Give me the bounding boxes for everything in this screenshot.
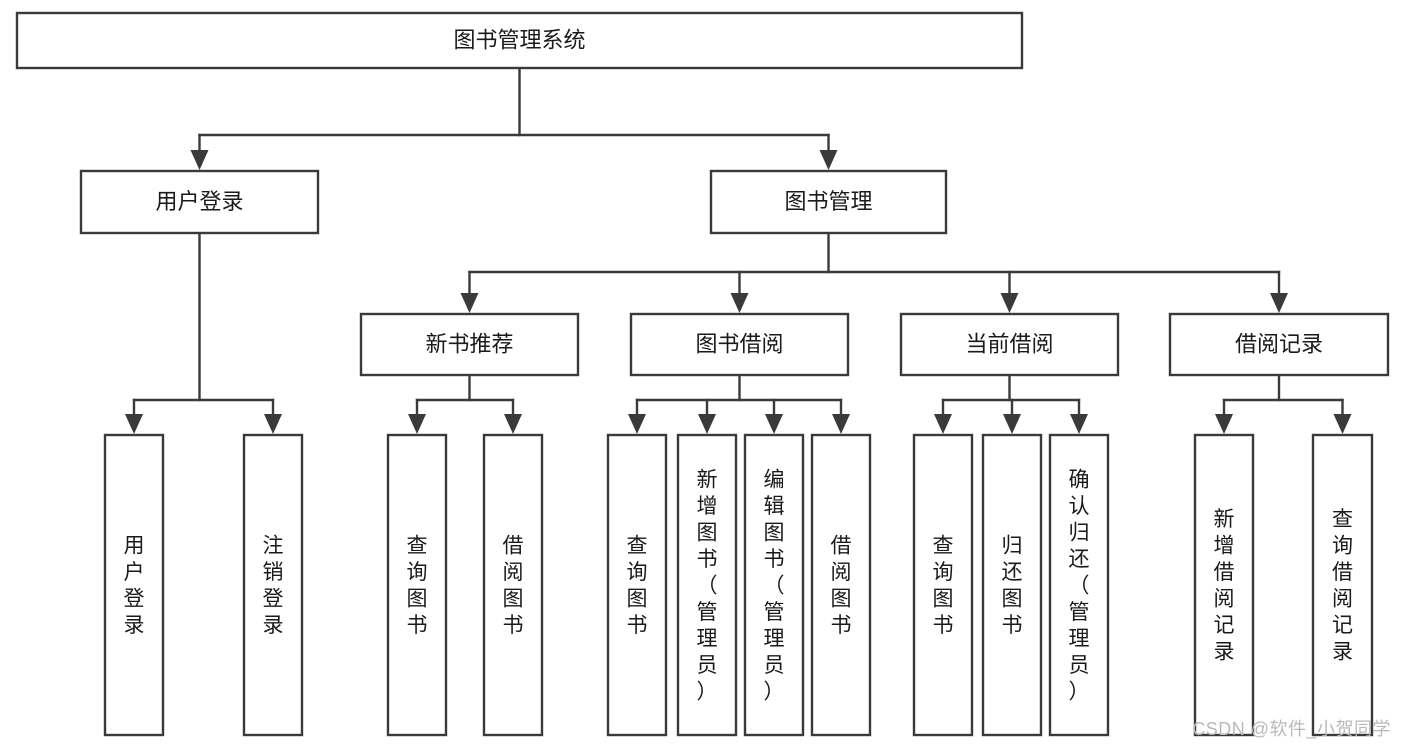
- node-layer: 图书管理系统用户登录图书管理新书推荐图书借阅当前借阅借阅记录用户登录注销登录查询…: [15, 11, 1390, 737]
- node-leaf-user-login[interactable]: 用户登录: [103, 433, 165, 737]
- node-label: 图书管理系统: [453, 27, 585, 52]
- node-label: 查询图书: [407, 535, 428, 638]
- arrow-head-icon: [832, 414, 850, 434]
- arrow-head-icon: [819, 150, 838, 170]
- node-rect: [899, 312, 1120, 377]
- connector-group: [125, 231, 282, 434]
- connector-group: [190, 66, 838, 170]
- arrow-head-icon: [1070, 414, 1088, 434]
- node-rect: [482, 433, 544, 737]
- node-rect: [810, 433, 872, 737]
- arrow-head-icon: [460, 293, 479, 313]
- node-rect: [709, 169, 948, 235]
- node-label: 确认归还（管理员）: [1069, 468, 1090, 703]
- arrow-head-icon: [730, 293, 749, 313]
- node-new-book-recommend[interactable]: 新书推荐: [359, 312, 580, 377]
- node-leaf-query-book-current[interactable]: 查询图书: [912, 433, 974, 737]
- node-label: 注销登录: [263, 535, 284, 638]
- node-label: 新增图书（管理员）: [697, 468, 718, 703]
- node-label: 用户登录: [155, 189, 243, 214]
- node-rect: [1311, 433, 1374, 737]
- arrow-head-icon: [1000, 293, 1019, 313]
- arrow-head-icon: [698, 414, 716, 434]
- node-label: 用户登录: [124, 535, 145, 638]
- arrow-head-icon: [628, 414, 646, 434]
- node-label: 归还图书: [1002, 535, 1023, 638]
- node-root-root[interactable]: 图书管理系统: [15, 11, 1024, 70]
- watermark-label: CSDN @软件_小贺同学: [1192, 719, 1391, 739]
- arrow-head-icon: [190, 150, 209, 170]
- arrow-head-icon: [1003, 414, 1021, 434]
- node-label: 借阅记录: [1235, 331, 1323, 356]
- node-leaf-confirm-return-admin[interactable]: 确认归还（管理员）: [1048, 433, 1110, 737]
- node-label: 当前借阅: [965, 331, 1053, 356]
- node-rect: [386, 433, 448, 737]
- node-rect: [15, 11, 1024, 70]
- node-borrow-record[interactable]: 借阅记录: [1168, 312, 1390, 377]
- node-leaf-borrow-book-recommend[interactable]: 借阅图书: [482, 433, 544, 737]
- connector-group: [408, 373, 522, 434]
- node-leaf-query-book-borrow[interactable]: 查询图书: [606, 433, 668, 737]
- node-rect: [1193, 433, 1255, 737]
- node-rect: [629, 312, 850, 377]
- node-user-login[interactable]: 用户登录: [79, 169, 320, 235]
- node-label: 查询图书: [627, 535, 648, 638]
- node-label: 新书推荐: [425, 331, 513, 356]
- node-rect: [359, 312, 580, 377]
- node-book-borrow[interactable]: 图书借阅: [629, 312, 850, 377]
- node-leaf-borrow-book[interactable]: 借阅图书: [810, 433, 872, 737]
- node-label: 查询图书: [933, 535, 954, 638]
- node-rect: [606, 433, 668, 737]
- arrow-head-icon: [408, 414, 426, 434]
- node-label: 编辑图书（管理员）: [764, 468, 785, 703]
- node-label: 借阅图书: [503, 535, 524, 638]
- connector-group: [460, 231, 1288, 313]
- node-rect: [79, 169, 320, 235]
- node-current-borrow[interactable]: 当前借阅: [899, 312, 1120, 377]
- node-rect: [676, 433, 738, 737]
- node-book-management[interactable]: 图书管理: [709, 169, 948, 235]
- arrow-head-icon: [934, 414, 952, 434]
- node-leaf-return-book[interactable]: 归还图书: [981, 433, 1043, 737]
- connector-group: [934, 373, 1088, 434]
- node-leaf-query-book-recommend[interactable]: 查询图书: [386, 433, 448, 737]
- node-label: 图书借阅: [695, 331, 783, 356]
- node-leaf-add-borrow-record[interactable]: 新增借阅记录: [1193, 433, 1255, 737]
- connector-group: [1215, 373, 1352, 434]
- arrow-head-icon: [765, 414, 783, 434]
- node-label: 借阅图书: [831, 535, 852, 638]
- node-label: 新增借阅记录: [1214, 508, 1235, 664]
- connector-layer: [125, 66, 1352, 434]
- node-rect: [743, 433, 805, 737]
- arrow-head-icon: [264, 414, 282, 434]
- node-label: 图书管理: [784, 189, 872, 214]
- node-leaf-query-borrow-record[interactable]: 查询借阅记录: [1311, 433, 1374, 737]
- node-leaf-add-book-admin[interactable]: 新增图书（管理员）: [676, 433, 738, 737]
- node-leaf-edit-book-admin[interactable]: 编辑图书（管理员）: [743, 433, 805, 737]
- arrow-head-icon: [1270, 293, 1288, 313]
- node-rect: [103, 433, 165, 737]
- node-rect: [1168, 312, 1390, 377]
- node-rect: [981, 433, 1043, 737]
- arrow-head-icon: [125, 414, 143, 434]
- node-leaf-logout[interactable]: 注销登录: [242, 433, 304, 737]
- arrow-head-icon: [504, 414, 522, 434]
- node-rect: [242, 433, 304, 737]
- node-rect: [1048, 433, 1110, 737]
- node-rect: [912, 433, 974, 737]
- connector-group: [628, 373, 850, 434]
- arrow-head-icon: [1215, 414, 1233, 434]
- node-label: 查询借阅记录: [1332, 508, 1353, 664]
- arrow-head-icon: [1333, 414, 1352, 434]
